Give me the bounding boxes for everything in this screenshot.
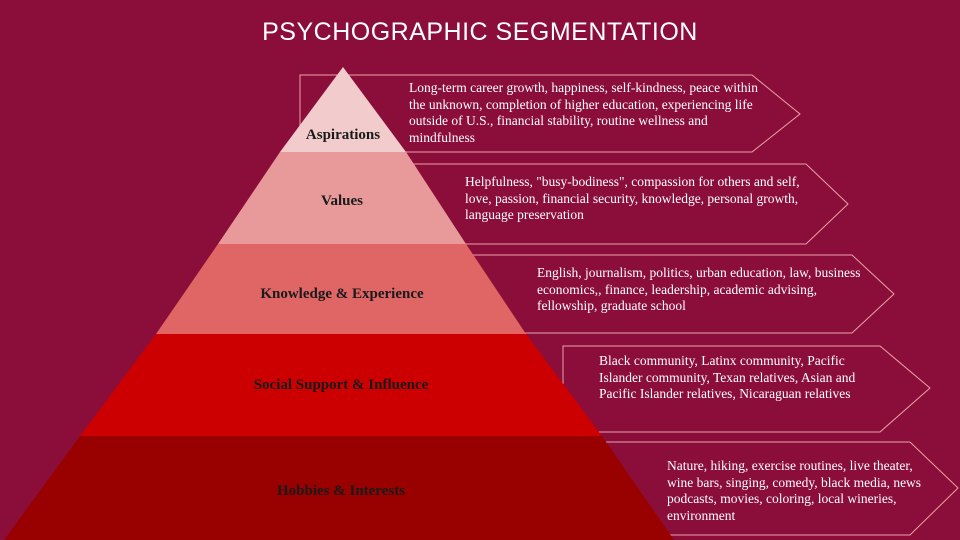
pyramid-tier-aspirations [280, 67, 406, 152]
pyramid-tier-knowledge [156, 244, 526, 334]
tier-label-hobbies: Hobbies & Interests [276, 483, 406, 499]
tier-label-social: Social Support & Influence [253, 377, 429, 393]
description-values: Helpfulness, "busy-bodiness", compassion… [465, 174, 800, 222]
tier-label-aspirations: Aspirations [305, 127, 381, 143]
description-social: Black community, Latinx community, Pacif… [599, 353, 856, 401]
description-knowledge: English, journalism, politics, urban edu… [537, 265, 861, 313]
pyramid-tier-social [80, 334, 602, 436]
description-hobbies: Nature, hiking, exercise routines, live … [667, 458, 922, 523]
slide-title: PSYCHOGRAPHIC SEGMENTATION [262, 18, 698, 46]
pyramid-tier-hobbies [4, 436, 674, 540]
pyramid-tier-values [218, 152, 466, 244]
tier-label-values: Values [321, 193, 363, 209]
tier-label-knowledge: Knowledge & Experience [260, 286, 424, 302]
description-aspirations: Long-term career growth, happiness, self… [409, 80, 759, 145]
